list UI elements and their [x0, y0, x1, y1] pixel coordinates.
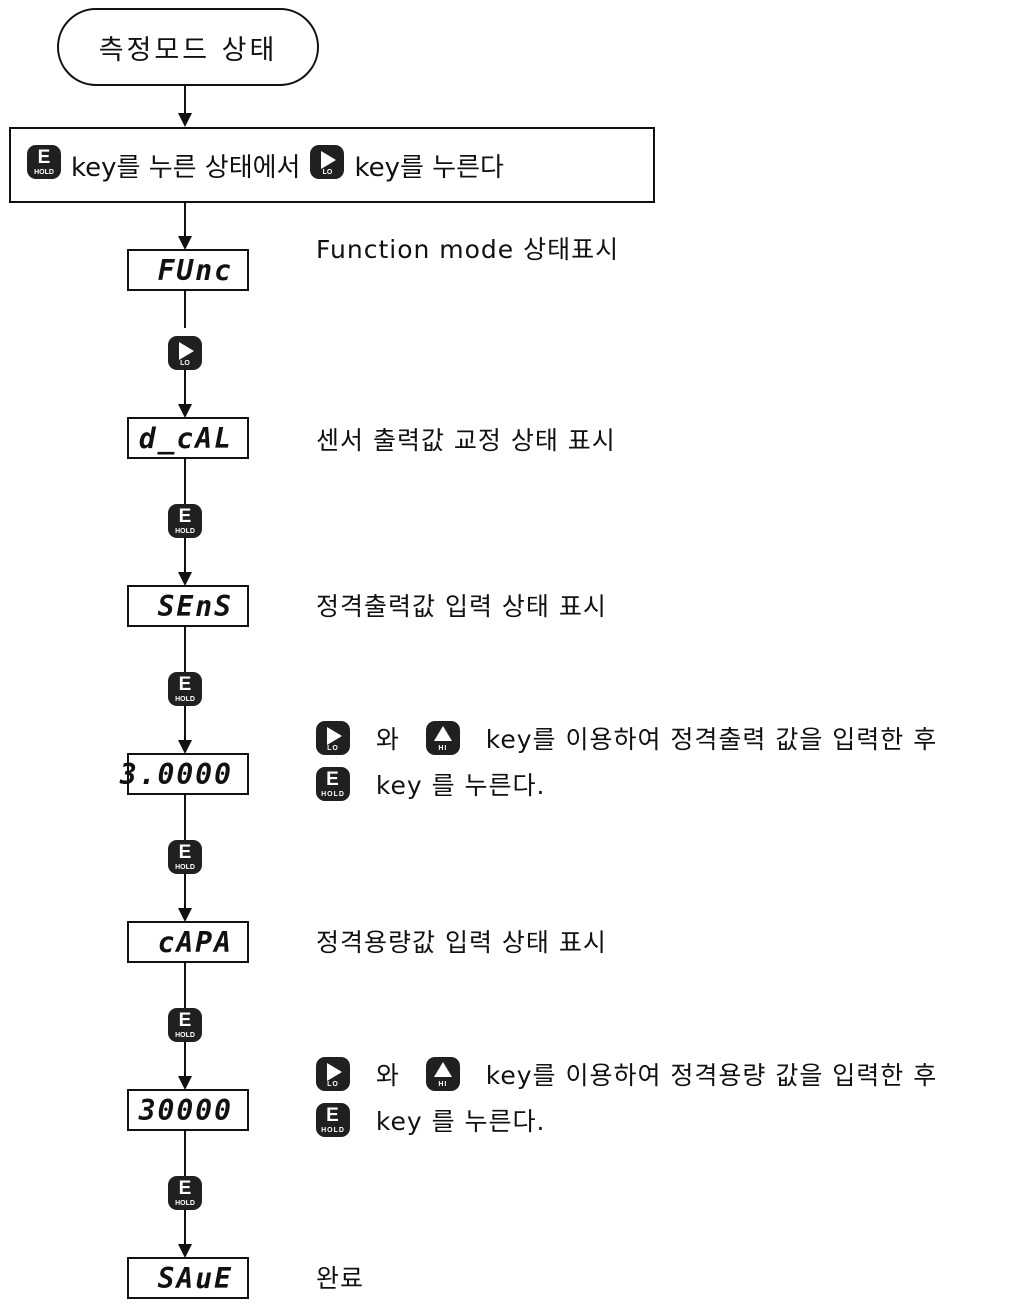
connector-line [184, 86, 186, 114]
display-func: FUnc [127, 249, 249, 291]
connector-line [184, 795, 186, 840]
arrow-head [178, 1076, 192, 1090]
desc-capa: 정격용량값 입력 상태 표시 [316, 928, 607, 957]
connector-line [184, 1131, 186, 1176]
connector-line [184, 874, 186, 909]
display-dcal: d_cAL [127, 417, 249, 459]
connector-line [184, 203, 186, 237]
connector-line [184, 1210, 186, 1245]
connector-line [184, 370, 186, 405]
display-sens-value: 3.0000 [120, 753, 249, 795]
arrow-head [178, 1244, 192, 1258]
desc-sens: 정격출력값 입력 상태 표시 [316, 592, 607, 621]
e-hold-key-icon: E HOLD [316, 1103, 350, 1137]
display-capa: cAPA [127, 921, 249, 963]
desc-dcal: 센서 출력값 교정 상태 표시 [316, 426, 616, 455]
start-terminal: 측정모드 상태 [57, 8, 319, 86]
connector-line [184, 459, 186, 504]
connector-line [184, 963, 186, 1008]
arrow-head [178, 908, 192, 922]
up-hi-key-icon: HI [425, 1057, 460, 1091]
e-hold-key-icon: E HOLD [27, 145, 61, 179]
connector-line [184, 291, 186, 328]
arrow-head [178, 404, 192, 418]
e-hold-key-icon: E HOLD [168, 1008, 202, 1042]
right-lo-key-icon: LO [316, 721, 350, 755]
connector-line [184, 627, 186, 672]
up-hi-key-icon: HI [425, 721, 460, 755]
e-hold-key-icon: E HOLD [168, 840, 202, 874]
e-hold-key-icon: E HOLD [168, 1176, 202, 1210]
display-sens: SEnS [127, 585, 249, 627]
step-post-text: key를 누른다 [354, 152, 504, 183]
arrow-head [178, 572, 192, 586]
desc-capa-value-line1: LO 와 HI key를 이용하여 정격용량 값을 입력한 후 [316, 1057, 937, 1094]
connector-line [184, 538, 186, 573]
e-hold-key-icon: E HOLD [168, 672, 202, 706]
arrow-head [178, 236, 192, 250]
connector-line [184, 1042, 186, 1077]
display-capa-value: 30000 [127, 1089, 249, 1131]
display-save: SAuE [127, 1257, 249, 1299]
step-instruction-box: E HOLD key를 누른 상태에서 LO key를 누른다 [9, 127, 655, 203]
start-label: 측정모드 상태 [98, 34, 278, 66]
connector-line [184, 706, 186, 741]
desc-func: Function mode 상태표시 [316, 235, 620, 264]
desc-sens-value-line2: E HOLD key 를 누른다. [316, 767, 546, 804]
desc-sens-value-line1: LO 와 HI key를 이용하여 정격출력 값을 입력한 후 [316, 721, 937, 758]
arrow-head [178, 740, 192, 754]
e-hold-key-icon: E HOLD [316, 767, 350, 801]
right-lo-key-icon: LO [168, 336, 202, 370]
desc-capa-value-line2: E HOLD key 를 누른다. [316, 1103, 546, 1140]
step-pre-text: key를 누른 상태에서 [71, 152, 301, 183]
right-lo-key-icon: LO [310, 145, 345, 179]
desc-save: 완료 [316, 1264, 365, 1293]
right-lo-key-icon: LO [316, 1057, 350, 1091]
arrow-head [178, 113, 192, 127]
e-hold-key-icon: E HOLD [168, 504, 202, 538]
